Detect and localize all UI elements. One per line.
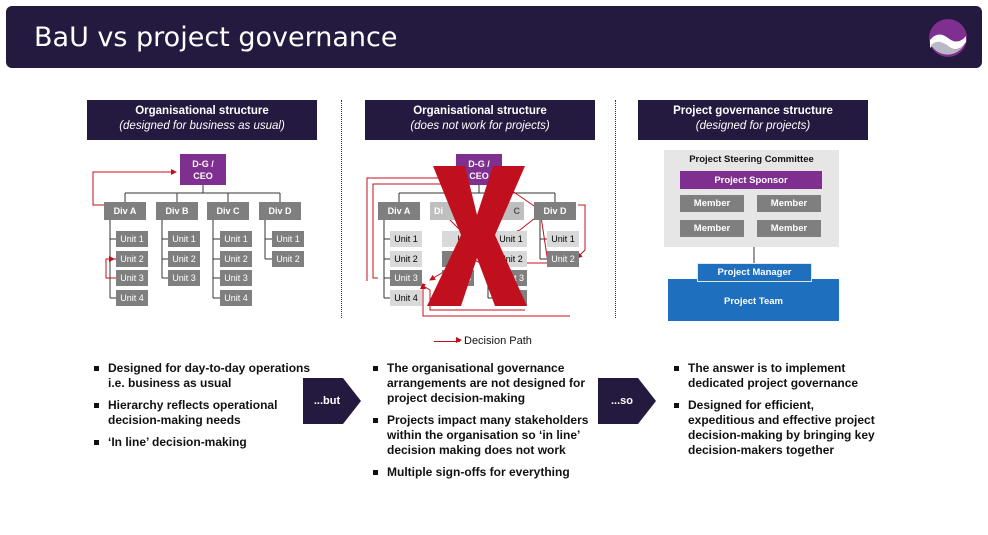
panel-title: Project governance structure <box>673 105 833 117</box>
panel-subtitle: (does not work for projects) <box>410 120 550 132</box>
unit-box: Unit 4 <box>116 290 148 306</box>
bullet-item: Designed for day-to-day operations i.e. … <box>90 361 320 391</box>
bullet-item: Projects impact many stakeholders within… <box>369 413 609 458</box>
project-manager-box: Project Manager <box>697 263 812 282</box>
unit-box: Unit 3 <box>168 270 200 286</box>
legend-label: Decision Path <box>464 335 532 347</box>
panel-header-project-governance: Project governance structure (designed f… <box>638 100 868 140</box>
div-d-box: Div D <box>259 202 301 220</box>
bullet-item: ‘In line’ decision-making <box>90 435 320 450</box>
bullet-item: The organisational governance arrangemen… <box>369 361 609 406</box>
member-box: Member <box>757 220 821 237</box>
logo-icon <box>929 19 967 57</box>
unit-box: Unit 1 <box>495 231 527 247</box>
unit-box: Unit 1 <box>547 231 579 247</box>
so-label: ...so <box>610 395 633 407</box>
panel-header-bau: Organisational structure (designed for b… <box>87 100 317 140</box>
bullet-item: Multiple sign-offs for everything <box>369 465 609 480</box>
divider-right <box>615 100 616 318</box>
bullets-project-governance: The answer is to implement dedicated pro… <box>670 361 880 465</box>
unit-box: Unit 1 <box>220 231 252 247</box>
but-arrow-icon <box>303 378 361 424</box>
member-box: Member <box>680 220 744 237</box>
legend: Decision Path <box>434 335 532 347</box>
unit-box: Unit 3 <box>220 270 252 286</box>
unit-box: Unit 2 <box>390 251 422 267</box>
unit-box: Unit 1 <box>390 231 422 247</box>
div-a-box: Div A <box>378 202 420 220</box>
div-a-box: Div A <box>104 202 146 220</box>
unit-box: Unit 2 <box>547 251 579 267</box>
but-label: ...but <box>313 395 341 407</box>
unit-box: Unit 2 <box>272 251 304 267</box>
panel-subtitle: (designed for projects) <box>695 120 811 132</box>
div-c-box: Div C <box>207 202 249 220</box>
div-b-box: Div B <box>156 202 198 220</box>
unit-box: Unit 2 <box>116 251 148 267</box>
panel-header-org-projects: Organisational structure (does not work … <box>365 100 595 140</box>
dg-ceo-box: D-G / CEO <box>180 154 226 185</box>
bullets-org-projects: The organisational governance arrangemen… <box>369 361 609 487</box>
unit-box: Unit 3 <box>116 270 148 286</box>
unit-box: Unit 1 <box>168 231 200 247</box>
unit-box: Unit 1 <box>116 231 148 247</box>
unit-box: Unit 4 <box>220 290 252 306</box>
panel-title: Organisational structure <box>135 105 269 117</box>
so-arrow-icon <box>598 378 656 424</box>
panel-title: Organisational structure <box>413 105 547 117</box>
unit-box: Unit 2 <box>168 251 200 267</box>
project-team-label: Project Team <box>724 295 783 307</box>
project-team-box: Project Team <box>668 279 839 321</box>
title-banner: BaU vs project governance <box>6 6 982 68</box>
page-title: BaU vs project governance <box>34 22 398 53</box>
unit-box: Unit 4 <box>390 290 422 306</box>
divider-left <box>341 100 342 318</box>
panel-subtitle: (designed for business as usual) <box>119 120 285 132</box>
steering-committee-title: Project Steering Committee <box>689 154 814 165</box>
member-box: Member <box>757 195 821 212</box>
bullet-item: The answer is to implement dedicated pro… <box>670 361 880 391</box>
project-sponsor-box: Project Sponsor <box>680 171 822 189</box>
bullet-item: Designed for efficient, expeditious and … <box>670 398 880 458</box>
unit-box: Unit 3 <box>390 270 422 286</box>
decision-path-swatch <box>434 337 462 343</box>
bullet-item: Hierarchy reflects operational decision-… <box>90 398 320 428</box>
unit-box: Unit 2 <box>220 251 252 267</box>
cross-icon <box>427 166 527 306</box>
member-box: Member <box>680 195 744 212</box>
div-d-box: Div D <box>534 202 576 220</box>
unit-box: Unit 1 <box>272 231 304 247</box>
bullets-bau: Designed for day-to-day operations i.e. … <box>90 361 320 457</box>
